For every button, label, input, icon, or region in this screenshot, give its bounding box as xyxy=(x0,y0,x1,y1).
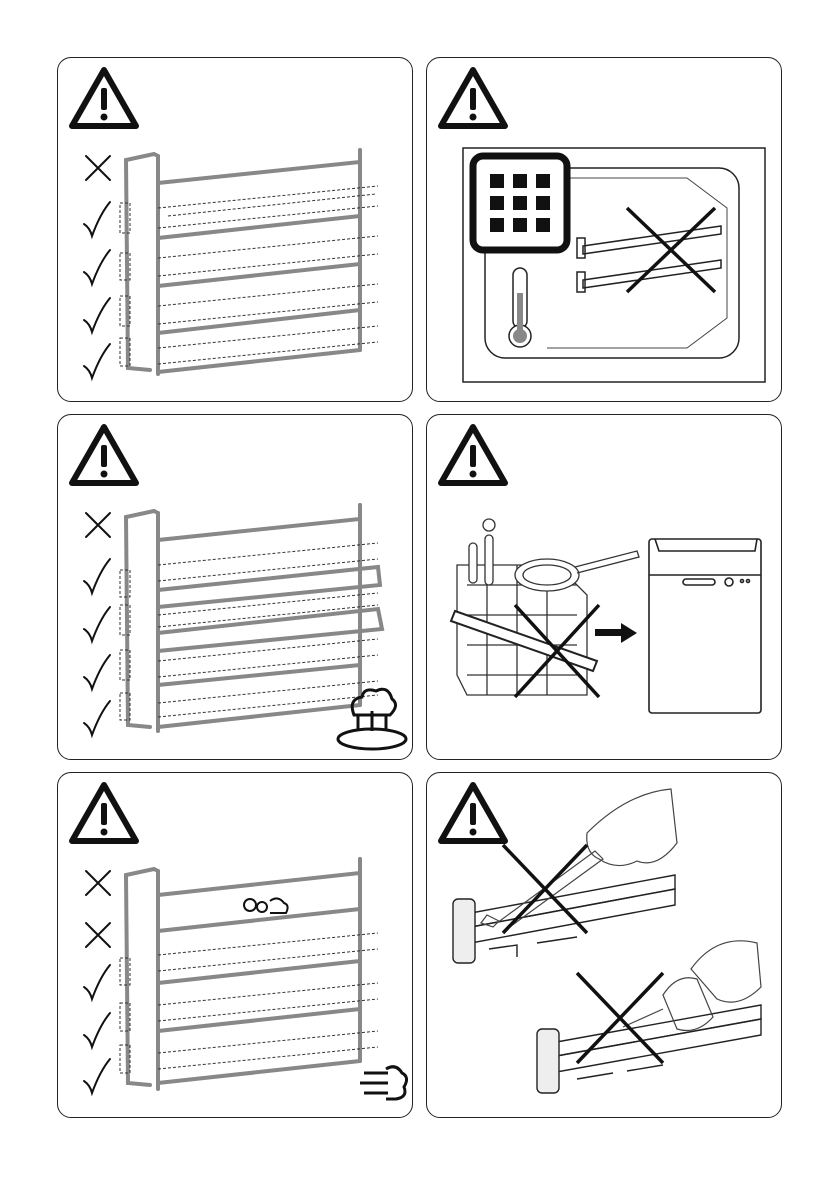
oven-rack-side-frame xyxy=(126,505,382,731)
cross-mark-icon xyxy=(86,513,110,537)
level-marks xyxy=(84,513,110,735)
arrow-right-icon xyxy=(595,623,637,643)
dishwasher-diagram xyxy=(427,415,782,760)
rail-cleaning-diagram xyxy=(427,773,782,1118)
rack-diagram xyxy=(58,58,413,402)
steam-icon xyxy=(360,1067,407,1099)
check-mark-icon xyxy=(84,344,110,378)
cross-mark-icon xyxy=(86,156,110,180)
check-mark-icon xyxy=(84,965,110,999)
warning-triangle-icon xyxy=(441,785,505,841)
hand-brush-icon xyxy=(481,789,677,929)
check-mark-icon xyxy=(84,559,110,593)
thermometer-icon xyxy=(509,268,531,347)
prohibited-cross-icon xyxy=(503,845,587,933)
oven-rack-side-frame xyxy=(126,150,360,374)
check-mark-icon xyxy=(84,298,110,332)
check-mark-icon xyxy=(84,607,110,641)
check-mark-icon xyxy=(84,250,110,284)
prohibited-cross-icon xyxy=(627,208,715,292)
rails-icon xyxy=(577,226,721,292)
rack-diagram-steam-injector xyxy=(58,773,413,1118)
dishwasher-icon xyxy=(649,539,761,713)
panel-rack-steam xyxy=(57,414,413,760)
panel-no-dishwasher xyxy=(426,414,782,760)
panel-rack-positions xyxy=(57,57,413,402)
warning-triangle-icon xyxy=(72,70,136,126)
grid-icon xyxy=(473,156,567,250)
warning-triangle-icon xyxy=(441,427,505,483)
panel-pyrolytic-remove-rails xyxy=(426,57,782,402)
rack-diagram-steam xyxy=(58,415,413,760)
level-marks xyxy=(84,156,110,378)
oven-rack-side-frame xyxy=(126,859,360,1089)
cross-mark-icon xyxy=(86,871,110,895)
check-mark-icon xyxy=(84,655,110,689)
cross-mark-icon xyxy=(86,923,110,947)
panel-no-cleaning-lubricant xyxy=(426,772,782,1118)
check-mark-icon xyxy=(84,1059,110,1093)
rail-upper xyxy=(453,875,675,963)
dish-rack-icon xyxy=(451,519,639,695)
steam-injector-icon xyxy=(244,898,288,913)
check-mark-icon xyxy=(84,202,110,236)
check-mark-icon xyxy=(84,701,110,735)
warning-triangle-icon xyxy=(441,70,505,126)
prohibited-cross-icon xyxy=(577,973,663,1063)
warning-triangle-icon xyxy=(72,785,136,841)
warning-triangle-icon xyxy=(72,427,136,483)
oven-interior-diagram xyxy=(427,58,782,402)
level-marks xyxy=(84,871,110,1093)
check-mark-icon xyxy=(84,1013,110,1047)
panel-rack-steam-injector xyxy=(57,772,413,1118)
